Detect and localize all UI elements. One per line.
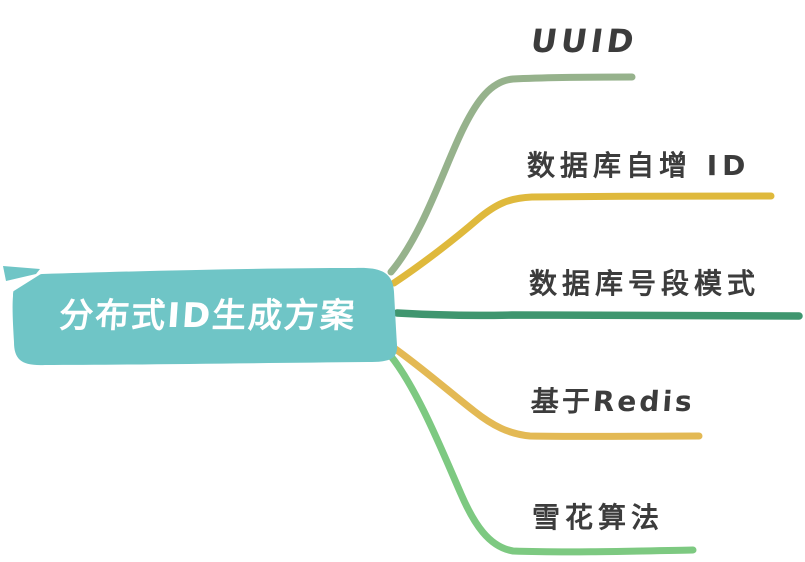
branch-line-uuid [387,73,636,276]
root-topic-box[interactable] [12,267,398,366]
topic-uuid[interactable]: UUID [528,22,641,60]
branch-line-autoid [390,192,775,287]
topic-db-segment-mode[interactable]: 数据库号段模式 [529,267,761,300]
branch-line-segment [393,309,803,320]
root-topic-label[interactable]: 分布式ID生成方案 [57,296,358,336]
topic-redis-based[interactable]: 基于Redis [529,385,696,418]
branch-line-snowflake [386,351,697,556]
topic-db-auto-increment-id[interactable]: 数据库自增 ID [527,149,751,182]
branch-line-redis [390,344,703,440]
root-box-corner-flap [3,266,40,281]
topic-snowflake-algorithm[interactable]: 雪花算法 [532,501,665,534]
